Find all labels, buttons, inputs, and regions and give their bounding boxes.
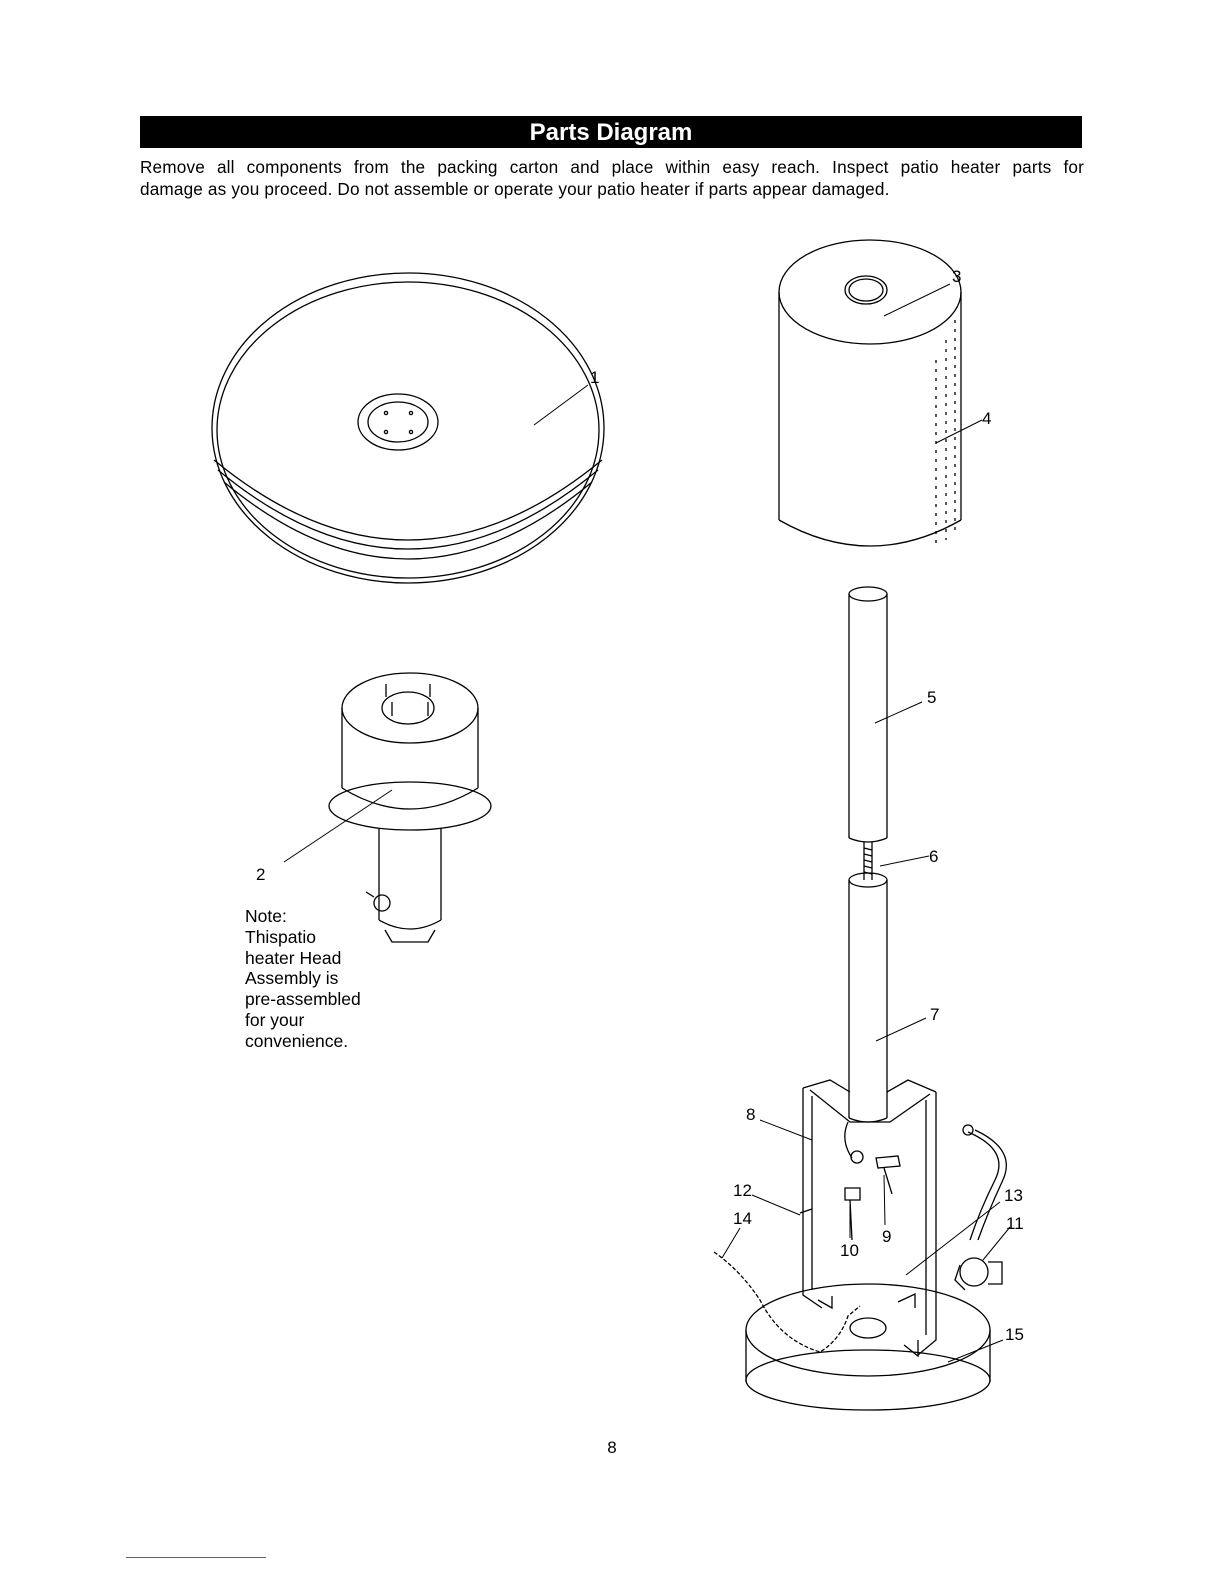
callout-6: 6 [929,847,938,866]
threaded-rod [863,842,873,880]
callout-14: 14 [733,1209,752,1228]
note-line: heater Head [245,947,342,968]
callout-9: 9 [882,1227,891,1246]
intro-line-2: damage as you proceed. Do not assemble o… [140,179,890,199]
lower-post [848,872,888,1123]
callout-15: 15 [1005,1325,1024,1344]
note-line: for your [245,1009,305,1030]
note-line: Assembly is [245,968,339,989]
callout-1: 1 [590,368,599,387]
leader-lines [283,283,1011,1363]
note-line: convenience. [245,1030,349,1051]
section-title: Parts Diagram [140,116,1082,148]
callout-5: 5 [927,688,936,707]
callout-4: 4 [982,409,991,428]
page-number: 8 [607,1438,617,1457]
hook-and-chain [713,1208,861,1353]
callout-13: 13 [1004,1186,1023,1205]
upper-post [848,586,888,843]
brackets [844,1155,901,1241]
intro-line-1: Remove all components from the packing c… [140,157,1084,177]
assembly-note: Note: Thispatio heater Head Assembly is … [245,906,385,1052]
note-line: Note: [245,906,287,926]
base-pan [745,1283,991,1411]
callout-11: 11 [1006,1214,1024,1233]
reflector-shade [211,272,605,584]
emitter-screen-cylinder [778,239,962,547]
callout-3: 3 [952,267,961,286]
callout-labels: 1 2 3 4 5 6 7 8 9 10 11 12 13 14 15 [256,267,1024,1344]
base-frame [802,1079,937,1358]
note-line: pre-assembled [245,989,361,1010]
note-line: Thispatio [245,926,317,947]
callout-12: 12 [733,1181,752,1200]
footer-rule [126,1557,266,1558]
callout-10: 10 [840,1241,859,1260]
intro-paragraph: Remove all components from the packing c… [140,156,1084,200]
regulator-hose [954,1124,1007,1291]
heater-head-assembly [328,672,492,943]
callout-2: 2 [256,865,265,884]
callout-7: 7 [930,1005,939,1024]
callout-8: 8 [746,1105,755,1124]
